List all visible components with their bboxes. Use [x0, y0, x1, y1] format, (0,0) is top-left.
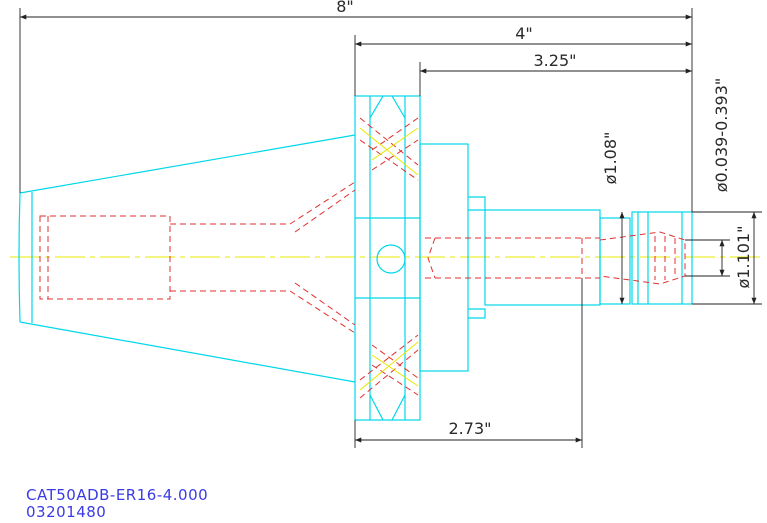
dim-108-label: ø1.08" [601, 132, 620, 185]
dimension-lines [19, 8, 762, 448]
nose-outline [599, 217, 631, 305]
hidden-lines [39, 117, 686, 399]
dim-273-label: 2.73" [449, 419, 492, 438]
dim-range-label: ø0.039-0.393" [712, 78, 731, 193]
dim-325-label: 3.25" [534, 51, 577, 70]
dim-4-label: 4" [515, 24, 533, 43]
dim-1101-label: ø1.101" [734, 226, 753, 289]
through-bore [425, 237, 600, 279]
holder-outline [18, 95, 693, 421]
bore-taper [170, 181, 356, 334]
taper-outline [18, 134, 356, 383]
shank-outline [468, 196, 486, 319]
drive-slot-circle [376, 244, 406, 274]
body-outline [419, 143, 469, 372]
part-code-label: 03201480 [26, 503, 107, 521]
collet-hidden [599, 231, 686, 285]
inner-bore [39, 215, 171, 300]
detail-lines [359, 127, 419, 391]
dim-8-label: 8" [336, 0, 354, 16]
collet-nut [631, 211, 693, 305]
flange-cone-hidden [359, 117, 419, 399]
part-number-label: CAT50ADB-ER16-4.000 [26, 486, 209, 504]
